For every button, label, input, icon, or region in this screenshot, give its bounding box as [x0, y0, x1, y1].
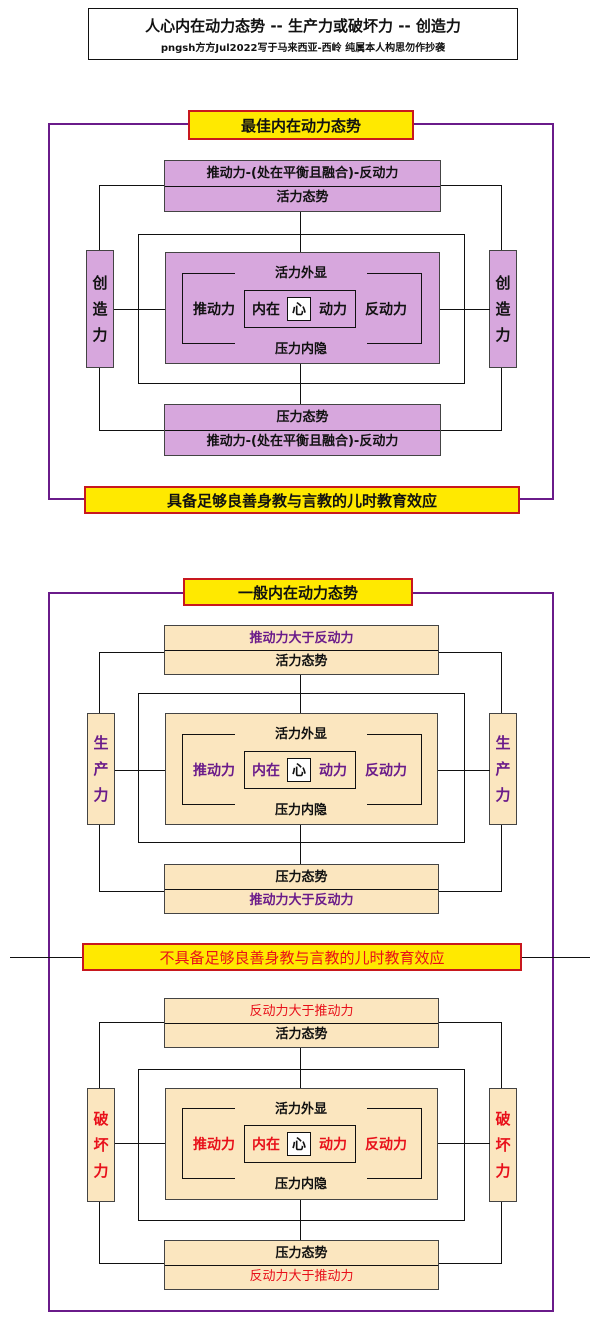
section3-top-line1: 反动力大于推动力	[249, 1004, 354, 1019]
section2-inner-left: 推动力	[193, 763, 235, 779]
section3-conn-up	[300, 1048, 301, 1088]
section2-bottom-bar: 压力态势 推动力大于反动力	[164, 864, 439, 914]
section1-side-left: 创 造 力	[86, 250, 114, 368]
section3-bottom-line1: 压力态势	[275, 1246, 328, 1261]
section2-side-right-c2: 产	[495, 760, 511, 778]
section3-top-line2: 活力态势	[275, 1027, 328, 1042]
section2-side-left-c1: 生	[93, 734, 109, 752]
section3-top-divider	[165, 1023, 438, 1024]
section1-inner-top: 活力外显	[235, 260, 367, 282]
section1-footer: 具备足够良善身教与言教的儿时教育效应	[84, 486, 520, 514]
section1-side-left-c3: 力	[92, 326, 108, 344]
section1-side-right-c1: 创	[495, 274, 511, 292]
section2-top-bar: 推动力大于反动力 活力态势	[164, 625, 439, 675]
section3-hub-frame	[244, 1125, 356, 1163]
section2-side-right-c1: 生	[495, 734, 511, 752]
section1-side-right-c3: 力	[495, 326, 511, 344]
title-main: 人心内在动力态势 -- 生产力或破坏力 -- 创造力	[145, 16, 461, 35]
title-sub: pngsh方方Jul2022写于马来西亚-西岭 纯属本人构思勿作抄袭	[160, 42, 446, 54]
section1-bottom-bar: 压力态势 推动力-(处在平衡且融合)-反动力	[164, 404, 441, 456]
section1-inner-left: 推动力	[193, 302, 235, 318]
section1-conn-left	[114, 309, 166, 310]
section1-inner-bottom: 压力内隐	[235, 336, 367, 358]
section3-side-left-c1: 破	[93, 1110, 109, 1128]
section3-inner-bottom: 压力内隐	[235, 1171, 367, 1193]
section2-conn-right	[438, 770, 490, 771]
section2-inner-rect	[138, 693, 465, 843]
section3-conn-right	[438, 1143, 490, 1144]
section1-conn-down	[300, 360, 301, 404]
section3-hub-right: 动力	[319, 1137, 347, 1153]
section2-bottom-line2: 推动力大于反动力	[249, 893, 354, 908]
section3-inner-right: 反动力	[365, 1137, 407, 1153]
section3-side-right-c3: 力	[495, 1162, 511, 1180]
section3-top-bar: 反动力大于推动力 活力态势	[164, 998, 439, 1048]
section3-side-left-c2: 坏	[93, 1136, 109, 1154]
section1-side-left-c2: 造	[92, 300, 108, 318]
section2-side-left-c3: 力	[93, 786, 109, 804]
section3-side-left: 破 坏 力	[87, 1088, 115, 1202]
title-box: 人心内在动力态势 -- 生产力或破坏力 -- 创造力 pngsh方方Jul202…	[88, 8, 518, 60]
section3-conn-left	[115, 1143, 165, 1144]
section2-hub-left: 内在	[252, 763, 280, 779]
section2-hub-frame	[244, 751, 356, 789]
section1-top-line1: 推动力-(处在平衡且融合)-反动力	[206, 166, 399, 181]
section2-side-right-c3: 力	[495, 786, 511, 804]
section2-top-divider	[165, 650, 438, 651]
section1-inner-right: 反动力	[365, 302, 407, 318]
section2-side-left: 生 产 力	[87, 713, 115, 825]
section1-hub-left: 内在	[252, 302, 280, 318]
section2-conn-left	[115, 770, 165, 771]
section2-side-left-c2: 产	[93, 760, 109, 778]
section2-bottom-line1: 压力态势	[275, 870, 328, 885]
section1-hub-center: 心	[287, 297, 311, 321]
section3-side-right: 破 坏 力	[489, 1088, 517, 1202]
section3-hub-center: 心	[287, 1132, 311, 1156]
section2-inner-bottom: 压力内隐	[235, 797, 367, 819]
section2-bottom-divider	[165, 889, 438, 890]
section1-bottom-line1: 压力态势	[276, 410, 329, 425]
section3-bottom-line2: 反动力大于推动力	[249, 1269, 354, 1284]
section2-side-right: 生 产 力	[489, 713, 517, 825]
section1-side-right-c2: 造	[495, 300, 511, 318]
section2-hub-center: 心	[287, 758, 311, 782]
section3-inner-rect	[138, 1069, 465, 1221]
section2-conn-up	[300, 675, 301, 715]
section2-top-line2: 活力态势	[275, 654, 328, 669]
section1-side-right: 创 造 力	[489, 250, 517, 368]
section1-conn-right	[438, 309, 490, 310]
section1-side-left-c1: 创	[92, 274, 108, 292]
divider-label: 不具备足够良善身教与言教的儿时教育效应	[82, 943, 522, 971]
section3-inner-top: 活力外显	[235, 1096, 367, 1118]
section1-top-bar: 推动力-(处在平衡且融合)-反动力 活力态势	[164, 160, 441, 212]
section2-top-line1: 推动力大于反动力	[249, 631, 354, 646]
section1-bottom-line2: 推动力-(处在平衡且融合)-反动力	[206, 434, 399, 449]
section1-hub-frame	[244, 290, 356, 328]
section2-header: 一般内在动力态势	[183, 578, 413, 606]
section3-side-right-c1: 破	[495, 1110, 511, 1128]
section1-hub-right: 动力	[319, 302, 347, 318]
section2-conn-down	[300, 824, 301, 864]
section1-top-divider	[165, 186, 440, 187]
section1-conn-up	[300, 212, 301, 256]
section2-hub-right: 动力	[319, 763, 347, 779]
section2-inner-right: 反动力	[365, 763, 407, 779]
section3-hub-left: 内在	[252, 1137, 280, 1153]
section1-bottom-divider	[165, 430, 440, 431]
section3-bottom-bar: 压力态势 反动力大于推动力	[164, 1240, 439, 1290]
section3-conn-down	[300, 1198, 301, 1240]
section1-top-line2: 活力态势	[276, 190, 329, 205]
section1-header: 最佳内在动力态势	[188, 110, 414, 140]
section3-side-right-c2: 坏	[495, 1136, 511, 1154]
section2-inner-top: 活力外显	[235, 721, 367, 743]
section3-bottom-divider	[165, 1265, 438, 1266]
section3-side-left-c3: 力	[93, 1162, 109, 1180]
section3-inner-left: 推动力	[193, 1137, 235, 1153]
